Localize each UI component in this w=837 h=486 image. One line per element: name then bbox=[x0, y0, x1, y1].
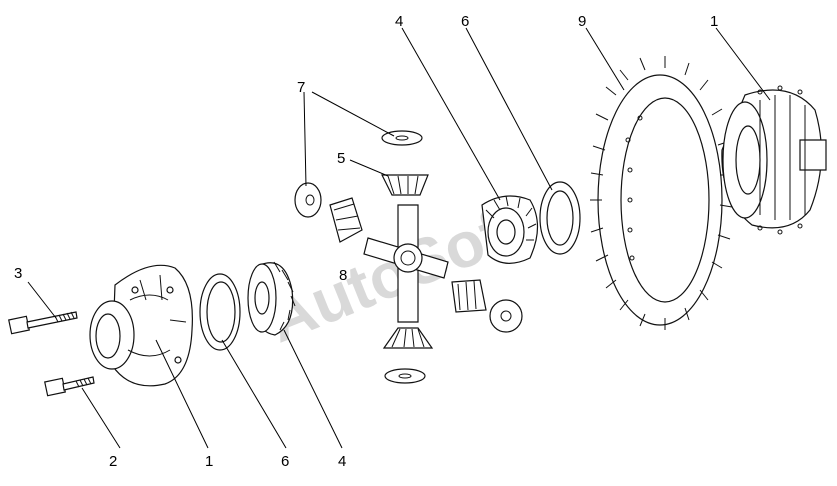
side-gear-left bbox=[247, 261, 296, 336]
bolt-short bbox=[44, 376, 95, 397]
callout-6-top: 6 bbox=[461, 13, 469, 30]
callout-5: 5 bbox=[337, 150, 345, 167]
ring-gear bbox=[590, 56, 733, 330]
callout-8: 8 bbox=[339, 267, 347, 284]
callout-1-top: 1 bbox=[710, 13, 718, 30]
thrust-washer-right bbox=[489, 299, 523, 333]
thrust-washer-left bbox=[294, 182, 322, 218]
right-case-housing bbox=[721, 85, 827, 235]
callout-4-top: 4 bbox=[395, 13, 403, 30]
left-case-housing bbox=[89, 264, 193, 387]
callout-4-bottom: 4 bbox=[338, 453, 346, 470]
callout-1-bottom: 1 bbox=[205, 453, 213, 470]
callout-9: 9 bbox=[578, 13, 586, 30]
pinion-gear-left bbox=[329, 197, 363, 243]
callout-labels: 3 2 1 6 4 8 7 5 4 6 9 1 bbox=[14, 13, 718, 470]
bolt-long bbox=[8, 311, 78, 335]
gasket-right bbox=[539, 181, 581, 255]
cross-shaft bbox=[363, 204, 449, 323]
pinion-gear-bottom bbox=[382, 327, 434, 349]
thrust-washer-bottom bbox=[384, 368, 426, 384]
callout-3: 3 bbox=[14, 265, 22, 282]
pinion-gear-top bbox=[381, 174, 429, 196]
gasket-left bbox=[199, 273, 241, 351]
callout-7: 7 bbox=[297, 79, 305, 96]
side-gear-right bbox=[481, 195, 539, 264]
pinion-gear-right bbox=[451, 279, 487, 313]
callout-6-bottom: 6 bbox=[281, 453, 289, 470]
callout-2: 2 bbox=[109, 453, 117, 470]
leader-lines bbox=[27, 27, 771, 449]
